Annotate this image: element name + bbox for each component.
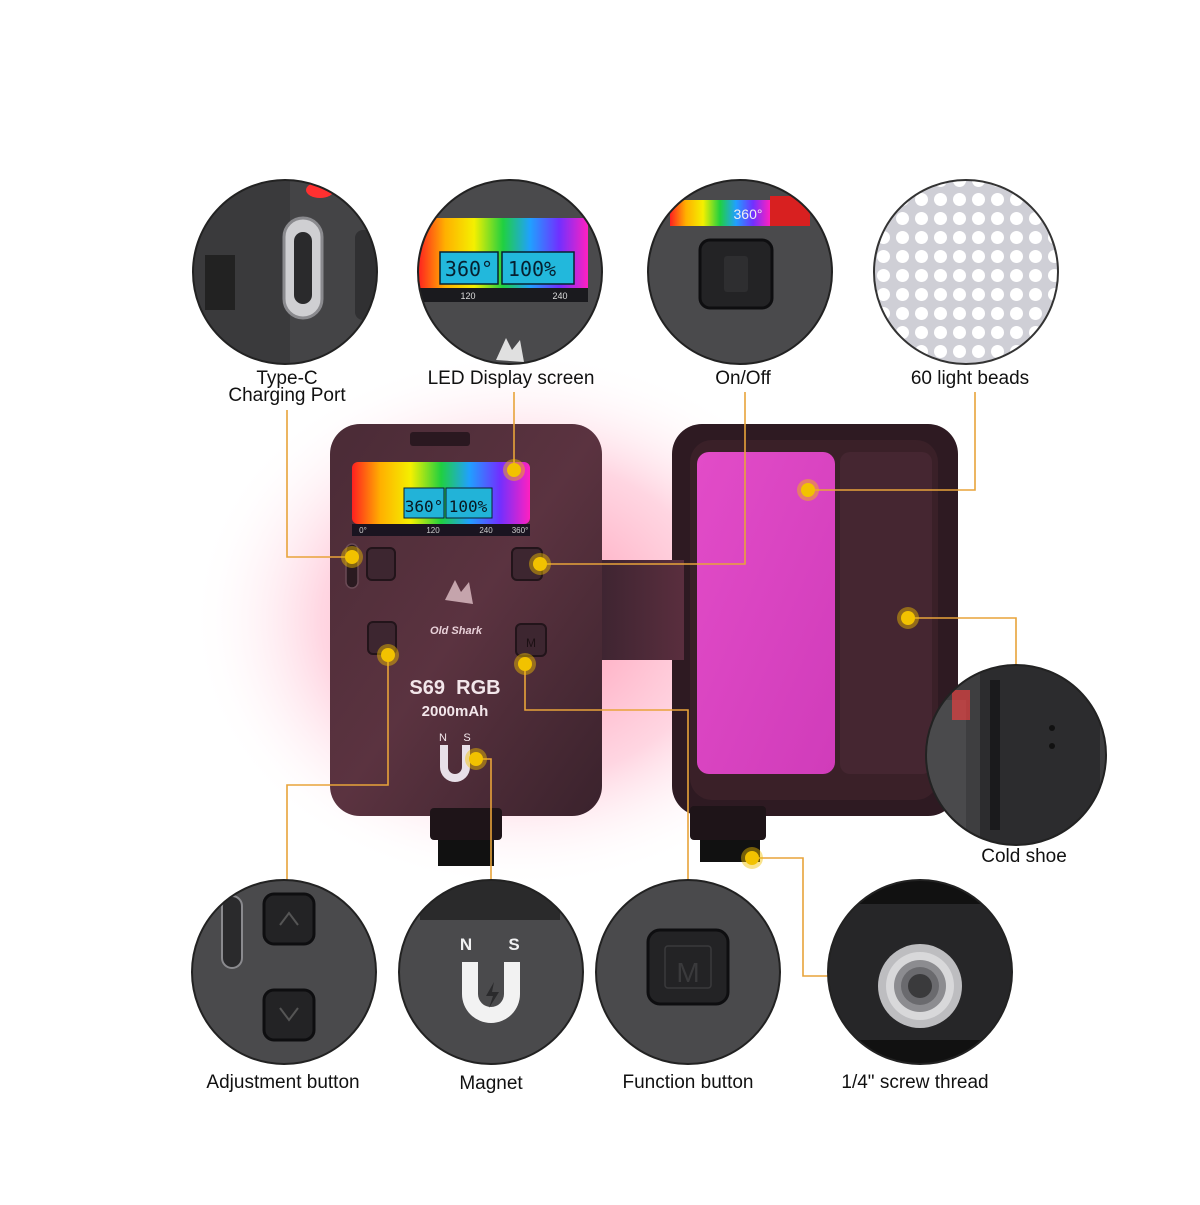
label-magnet: Magnet (459, 1073, 523, 1094)
leader-lines (286, 392, 1017, 977)
label-type-c: Type-C Charging Port (200, 368, 374, 406)
device-model: S69 RGB (409, 677, 500, 699)
device-magnet-n: N (439, 732, 447, 744)
function-button-icon (646, 928, 730, 1006)
label-type-c-line2: Charging Port (228, 385, 346, 406)
detail-circle-adjustment (191, 879, 377, 1065)
device-capacity: 2000mAh (422, 703, 489, 720)
up-arrow-button-icon (262, 892, 316, 946)
device-lcd-brightness: 100% (449, 497, 488, 516)
zoom-magnet-s: S (508, 935, 519, 954)
label-adjustment-button: Adjustment button (206, 1072, 360, 1093)
zoom-function-key-label: M (676, 957, 699, 988)
device-brand: Old Shark (430, 625, 483, 637)
function-key (515, 623, 547, 657)
label-cold-shoe: Cold shoe (981, 846, 1067, 867)
detail-circle-type-c (192, 179, 378, 365)
lightning-icon (486, 982, 499, 1008)
detail-circle-light-beads (873, 179, 1059, 365)
label-type-c-line1: Type-C (256, 368, 318, 389)
zoom-lcd-angle: 360° (445, 257, 493, 281)
device-lcd-scale-360: 360° (512, 526, 529, 535)
magnet-icon (462, 962, 520, 1023)
device-lcd-scale-0: 0° (359, 526, 367, 535)
device-connector (594, 560, 684, 660)
label-light-beads: 60 light beads (910, 368, 1030, 389)
zoom-lcd-scale-120: 120 (460, 291, 475, 301)
zoom-lcd-brightness: 100% (508, 257, 556, 281)
beads-grid-icon (874, 180, 1058, 364)
detail-circle-led-display (417, 179, 603, 365)
device-function-key-label: M (526, 636, 536, 650)
detail-circle-magnet (398, 879, 584, 1065)
label-function-button: Function button (622, 1072, 754, 1093)
magnet-emblem (440, 745, 470, 782)
led-panel-pink (697, 452, 835, 774)
adjust-up-key (366, 547, 396, 581)
detail-circle-on-off (647, 179, 833, 365)
front-mount (430, 808, 502, 840)
label-led-display: LED Display screen (427, 368, 595, 389)
device-lcd-scale-240: 240 (479, 526, 493, 535)
device-text: 360° 100% 0° 120 240 360° Old Shark S69 … (359, 206, 762, 988)
down-arrow-button-icon (262, 988, 316, 1042)
zoom-onoff-scale-360: 360° (734, 206, 763, 222)
brand-logo (445, 580, 473, 604)
device-lcd-angle: 360° (405, 497, 444, 516)
detail-circle-function (595, 879, 781, 1065)
light-device (330, 424, 958, 866)
label-on-off: On/Off (715, 368, 771, 389)
zoom-magnet-n: N (460, 935, 472, 954)
marker-dots (341, 459, 919, 869)
label-screw-thread: 1/4" screw thread (841, 1072, 989, 1093)
zoom-lcd-scale-240: 240 (552, 291, 567, 301)
rear-mount (690, 806, 766, 840)
detail-circle-screw-thread (827, 879, 1013, 1065)
device-lcd-scale-120: 120 (426, 526, 440, 535)
device-magnet-s: S (463, 732, 470, 744)
